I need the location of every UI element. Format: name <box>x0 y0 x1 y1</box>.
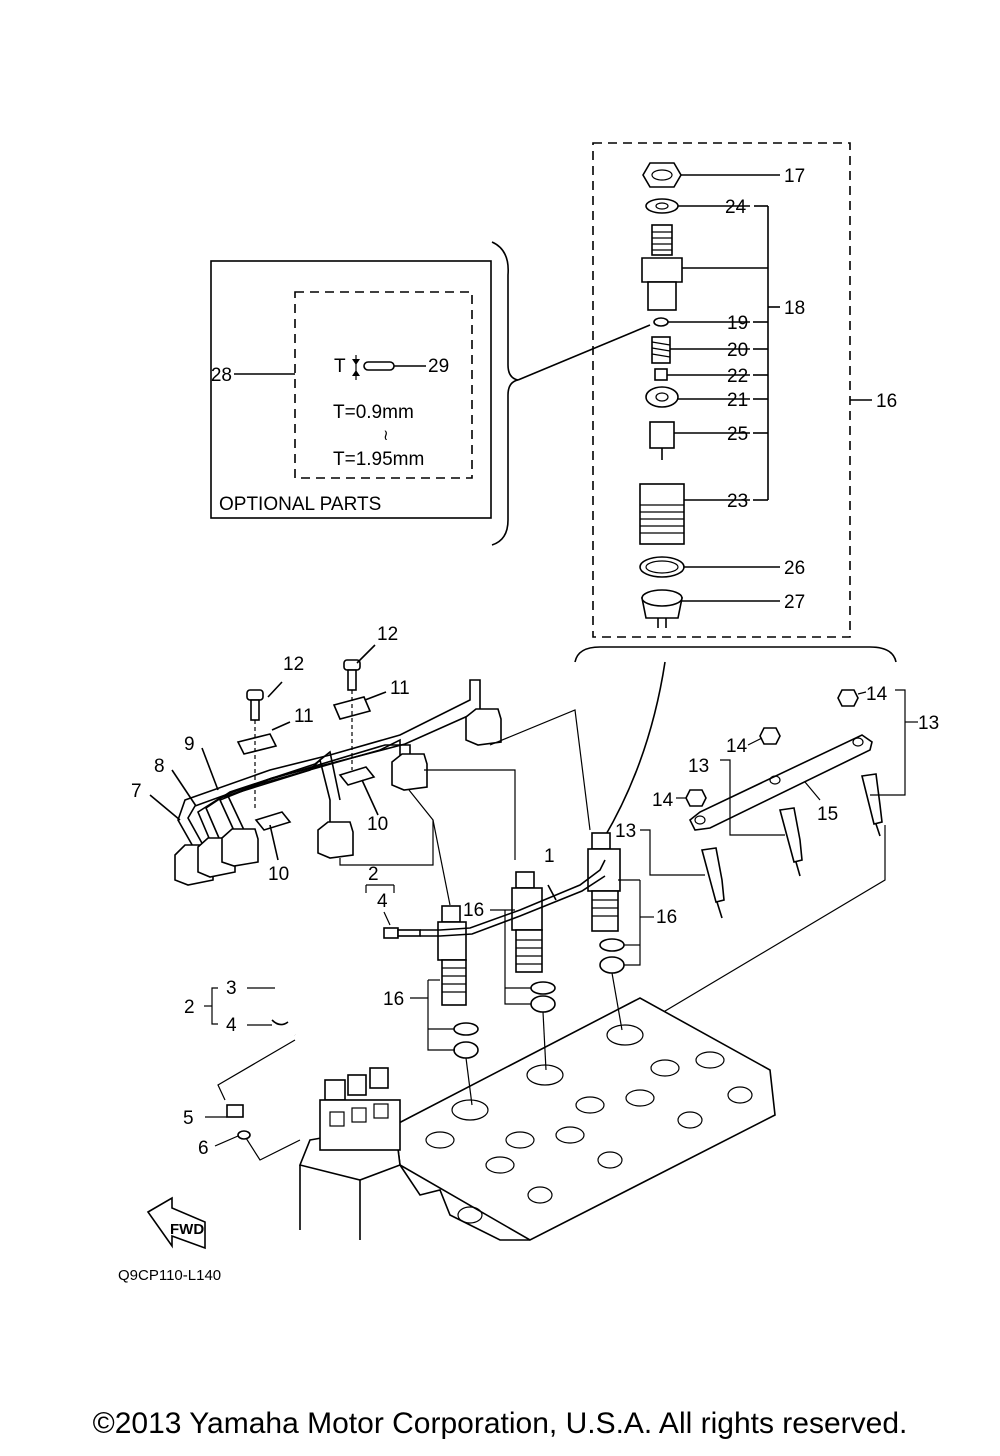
optional-parts-box: 28 T 29 T=0.9mm ≀ T=1.95mm OPTIONAL PART… <box>210 241 651 546</box>
figure-code: Q9CP110-L140 <box>118 1267 221 1284</box>
callout-4a: 4 <box>377 891 388 912</box>
callout-14c: 14 <box>866 684 888 705</box>
callout-16d: 16 <box>656 907 677 928</box>
optional-bracket <box>491 241 519 546</box>
callout-26: 26 <box>784 558 805 579</box>
injection-pipes: 7 8 9 10 10 11 11 12 12 <box>131 624 502 886</box>
copyright-notice: ©2013 Yamaha Motor Corporation, U.S.A. A… <box>92 1407 908 1440</box>
callout-17: 17 <box>784 166 805 187</box>
optional-parts-title: OPTIONAL PARTS <box>219 494 381 515</box>
bleed-screw: 5 6 <box>183 1104 251 1159</box>
callout-8: 8 <box>154 756 165 777</box>
glow-plugs: 14 14 14 13 13 13 15 <box>615 684 939 1021</box>
callout-20: 20 <box>727 340 748 361</box>
callout-2a: 2 <box>368 864 379 885</box>
callout-4b: 4 <box>226 1015 237 1036</box>
nozzle-holder-18 <box>641 257 683 283</box>
callout-14a: 14 <box>652 790 674 811</box>
clamp-11a <box>236 733 278 755</box>
callout-10a: 10 <box>268 864 289 885</box>
callout-29: 29 <box>428 356 449 377</box>
callout-22: 22 <box>727 366 748 387</box>
callout-21: 21 <box>727 390 748 411</box>
callout-25: 25 <box>727 424 748 445</box>
callout-23: 23 <box>727 491 748 512</box>
pin-22 <box>654 368 668 381</box>
callout-16c: 16 <box>463 900 484 921</box>
callout-9: 9 <box>184 734 195 755</box>
callout-13b: 13 <box>688 756 709 777</box>
nut-17 <box>642 162 682 188</box>
callout-12a: 12 <box>283 654 304 675</box>
callout-28: 28 <box>211 365 232 386</box>
nozzle-25 <box>649 421 675 449</box>
callout-7: 7 <box>131 781 142 802</box>
callout-16b: 16 <box>383 989 404 1010</box>
range-glyph: ≀ <box>383 427 389 444</box>
injector-exploded-view: 17 24 18 19 20 22 21 25 23 26 27 16 <box>574 142 897 839</box>
cylinder-head <box>298 972 776 1241</box>
fwd-label: FWD <box>170 1221 204 1238</box>
callout-5: 5 <box>183 1108 194 1129</box>
callout-13c: 13 <box>918 713 939 734</box>
callout-15: 15 <box>817 804 838 825</box>
callout-11b: 11 <box>390 678 410 699</box>
callout-1: 1 <box>544 846 555 867</box>
callout-2b: 2 <box>184 997 195 1018</box>
pipe-guide-lines <box>339 709 591 906</box>
thickness-symbol: T <box>334 356 346 377</box>
shim-29 <box>363 361 395 371</box>
injectors: 1 16 16 16 <box>383 832 677 1059</box>
callout-24: 24 <box>725 197 747 218</box>
callout-11a: 11 <box>294 706 314 727</box>
fwd-arrow: FWD <box>146 1196 206 1250</box>
callout-10b: 10 <box>367 814 388 835</box>
callout-16: 16 <box>876 391 897 412</box>
spacer-21 <box>645 386 679 408</box>
callout-14b: 14 <box>726 736 748 757</box>
clamp-10b <box>338 766 376 786</box>
plate-15 <box>688 734 873 831</box>
leak-off-hose: 2 4 2 3 4 <box>184 864 421 1161</box>
callout-12b: 12 <box>377 624 398 645</box>
shim-19 <box>653 317 669 327</box>
callout-19: 19 <box>727 313 748 334</box>
callout-18: 18 <box>784 298 805 319</box>
thickness-min: T=0.9mm <box>333 402 414 423</box>
callout-13a: 13 <box>615 821 636 842</box>
washer-24 <box>645 198 679 214</box>
exploded-bracket <box>574 646 897 663</box>
callout-27: 27 <box>784 592 805 613</box>
callout-6: 6 <box>198 1138 209 1159</box>
thickness-max: T=1.95mm <box>333 449 424 470</box>
clamp-10a <box>254 811 292 831</box>
callout-3: 3 <box>226 978 237 999</box>
retaining-nut-23 <box>639 483 685 545</box>
